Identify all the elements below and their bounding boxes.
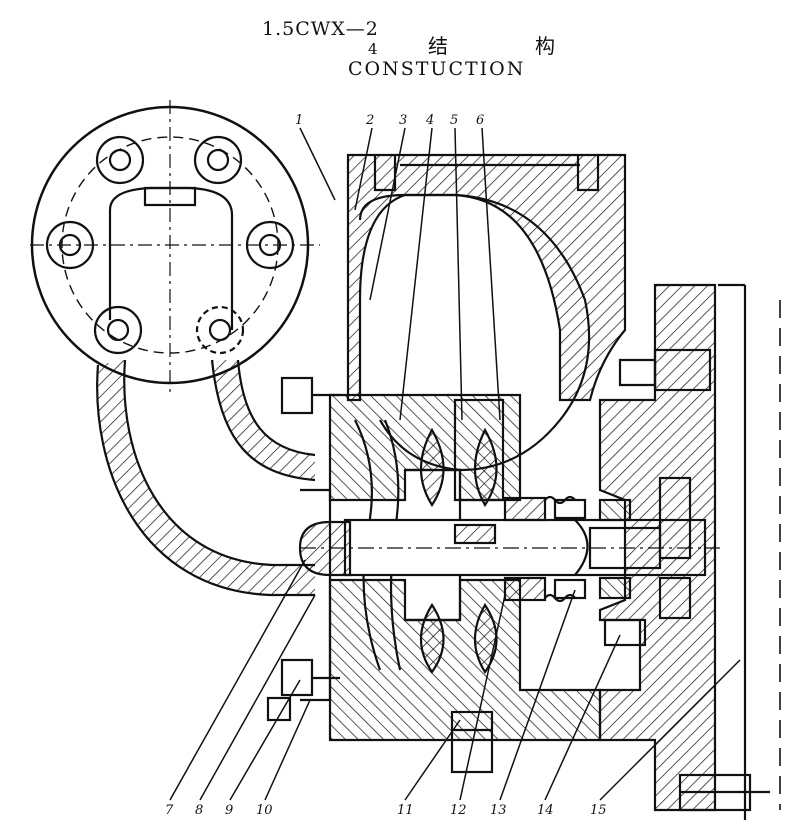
chinese-title-char-2: 构 — [535, 34, 555, 58]
part-label-13: 13 — [490, 803, 507, 818]
english-title: CONSTUCTION — [348, 58, 526, 80]
part-label-6: 6 — [476, 113, 484, 128]
part-label-14: 14 — [537, 803, 554, 818]
bolts — [266, 376, 770, 812]
part-label-7: 7 — [165, 803, 174, 818]
part-label-12: 12 — [450, 803, 467, 818]
part-label-9: 9 — [225, 803, 233, 818]
model-number: 1.5CWX—2 — [262, 18, 379, 40]
inlet-flange — [30, 100, 320, 395]
part-label-2: 2 — [365, 113, 374, 128]
chinese-title-char-1: 结 — [428, 34, 448, 58]
part-label-8: 8 — [195, 803, 203, 818]
part-label-1: 1 — [295, 113, 303, 128]
part-label-10: 10 — [256, 803, 273, 818]
bracket — [598, 283, 717, 812]
impeller — [405, 398, 505, 674]
title-block: 1.5CWX—2 4 结 构 CONSTUCTION — [0, 0, 800, 90]
suction-elbow-pipe — [96, 359, 316, 597]
part-label-3: 3 — [399, 113, 407, 128]
mechanical-seal — [503, 495, 632, 603]
part-label-15: 15 — [590, 803, 607, 818]
part-label-11: 11 — [397, 803, 414, 818]
part-labels: 1 2 3 4 5 6 7 8 9 10 11 12 13 14 15 — [165, 113, 607, 818]
part-label-4: 4 — [425, 113, 434, 128]
part-label-5: 5 — [450, 113, 458, 128]
leader-lines — [169, 127, 741, 801]
model-subscript: 4 — [368, 40, 378, 58]
motor-outline — [718, 283, 781, 820]
